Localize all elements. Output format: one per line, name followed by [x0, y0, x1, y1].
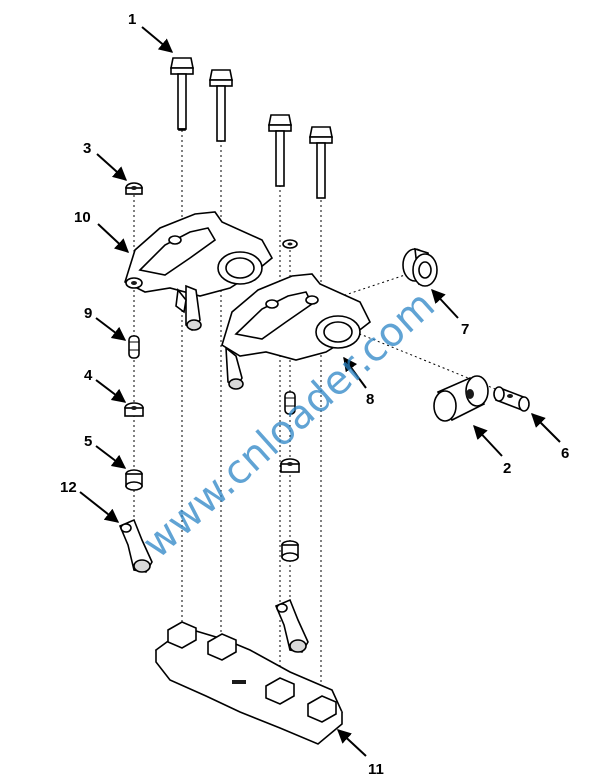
callout-10: 10 — [74, 209, 91, 226]
leader-arrows — [79, 26, 561, 757]
callout-5: 5 — [84, 433, 92, 450]
rocker-lever — [274, 598, 309, 653]
nut — [280, 458, 300, 473]
callout-8: 8 — [366, 391, 374, 408]
push-rod-socket — [128, 335, 140, 359]
callout-1: 1 — [128, 11, 136, 28]
callout-11: 11 — [368, 761, 384, 778]
washer — [282, 239, 298, 249]
callout-9: 9 — [84, 305, 92, 322]
callout-7: 7 — [461, 321, 469, 338]
pin — [493, 386, 530, 412]
bolt — [170, 57, 194, 131]
spacer — [281, 540, 299, 562]
rocker-lever — [118, 518, 153, 573]
bolt — [268, 114, 292, 187]
nut — [124, 402, 144, 417]
push-rod-socket — [284, 391, 296, 415]
bolt — [209, 69, 233, 142]
callout-3: 3 — [83, 140, 91, 157]
nut — [125, 182, 143, 195]
spacer — [125, 469, 143, 491]
rocker-arm-assembly-lower — [221, 273, 372, 390]
callout-2: 2 — [503, 460, 511, 477]
bushing — [402, 247, 438, 287]
callout-12: 12 — [60, 479, 77, 496]
callout-labels: 1 3 10 9 4 5 12 7 8 2 6 11 — [60, 11, 569, 778]
rocker-pedestal — [154, 621, 343, 745]
rocker-shaft — [433, 375, 489, 422]
callout-6: 6 — [561, 445, 569, 462]
rocker-arm-assembly-upper — [124, 211, 274, 332]
callout-4: 4 — [84, 367, 93, 384]
bolt — [309, 126, 333, 199]
